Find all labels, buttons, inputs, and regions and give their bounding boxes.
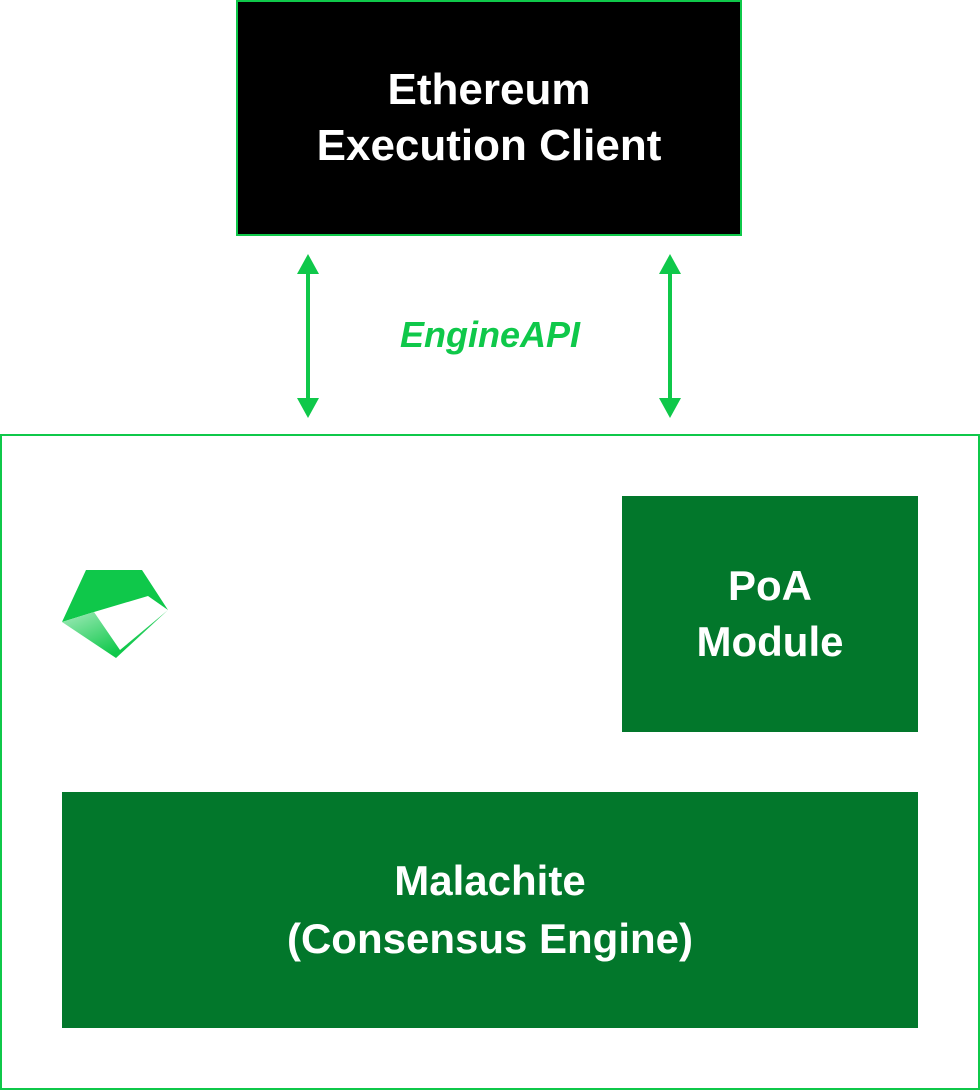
execution-client-title-line1: Ethereum: [387, 65, 591, 114]
poa-module-title-line2: Module: [696, 618, 844, 665]
consensus-engine-title-line2: (Consensus Engine): [286, 915, 694, 962]
execution-client-box: Ethereum Execution Client: [236, 0, 742, 236]
consensus-engine-box: Malachite (Consensus Engine): [62, 792, 918, 1028]
poa-module-title-line1: PoA: [728, 562, 812, 609]
malachite-gem-icon: [62, 570, 168, 658]
left-bidirectional-arrow-icon: [297, 254, 319, 418]
engine-api-label: EngineAPI: [399, 314, 581, 355]
poa-module-box: PoA Module: [622, 496, 918, 732]
consensus-engine-title-line1: Malachite: [394, 857, 586, 904]
right-bidirectional-arrow-icon: [659, 254, 681, 418]
node-container-frame: [0, 434, 980, 1090]
execution-client-title-line2: Execution Client: [316, 121, 662, 170]
